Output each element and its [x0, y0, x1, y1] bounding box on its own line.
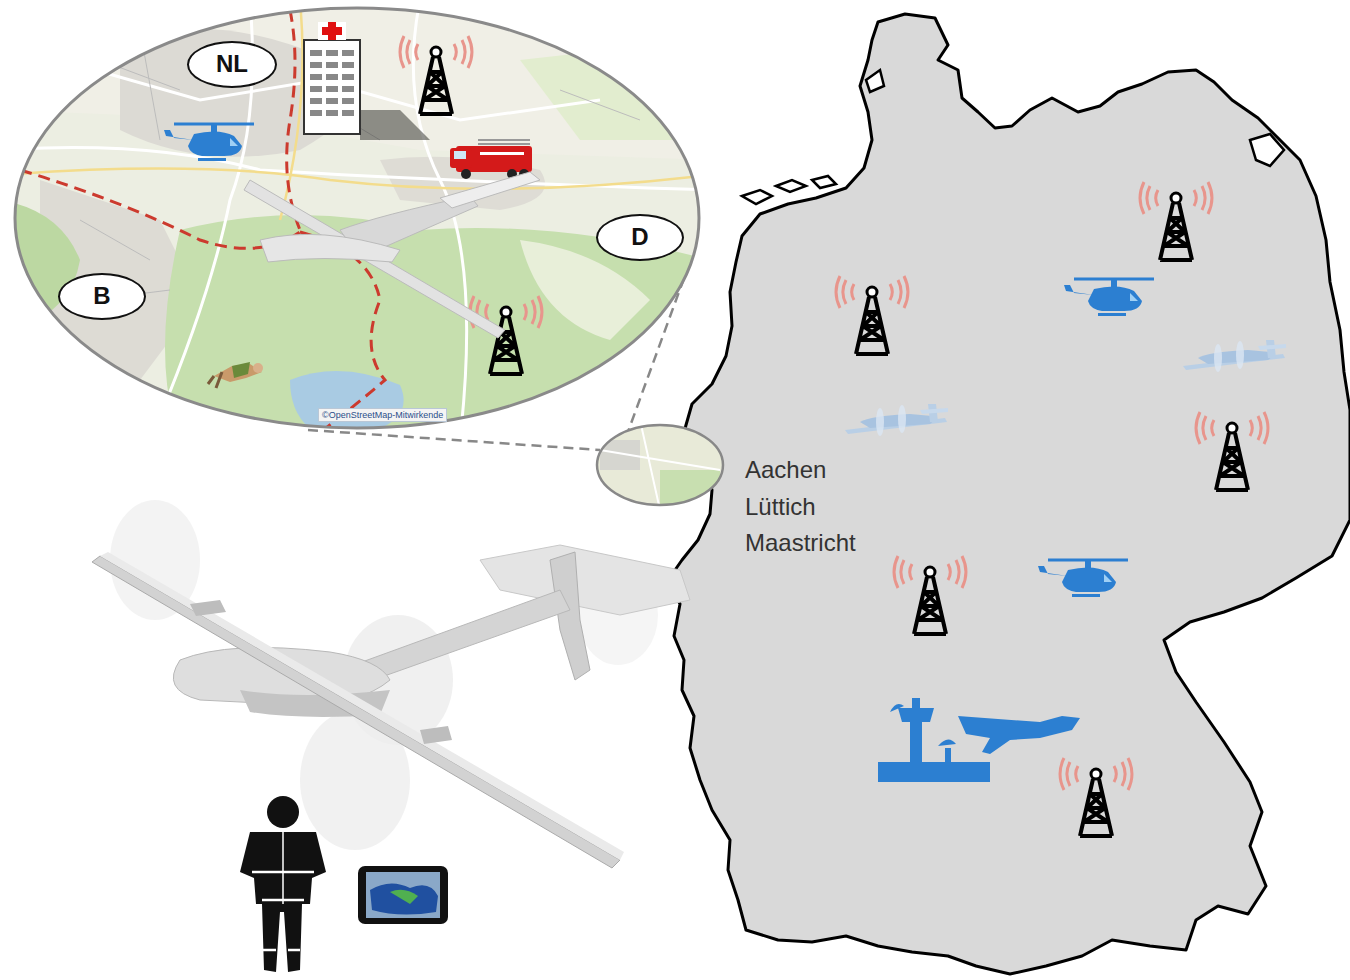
helicopter [164, 124, 254, 161]
hospital [304, 22, 430, 140]
drone-illustration [92, 500, 690, 868]
country-badge: D [596, 214, 684, 261]
watermark: ©OpenStreetMap-Mitwirkende [318, 408, 447, 422]
drone-icon [1183, 340, 1286, 372]
radio-tower [1140, 182, 1212, 260]
radio-tower [400, 36, 472, 114]
zoom-spot [590, 420, 730, 510]
firefighter [240, 796, 326, 972]
island [742, 70, 1284, 204]
drone-icon [845, 404, 948, 436]
country-badge: B [58, 273, 146, 320]
city-label: Maastricht [745, 529, 856, 557]
radio-tower [894, 556, 966, 634]
radio-tower [836, 276, 908, 354]
germany-map [668, 14, 1350, 974]
drone-topview [244, 172, 540, 338]
country-badge: NL [187, 41, 277, 88]
radio-tower [1196, 412, 1268, 490]
city-label: Aachen [745, 456, 826, 484]
country-code: NL [216, 50, 248, 78]
zoom-map [0, 0, 710, 440]
country-code: B [93, 282, 110, 310]
tablet [358, 866, 448, 924]
radio-tower [1060, 758, 1132, 836]
airport [878, 698, 1080, 782]
city-label: Lüttich [745, 493, 816, 521]
radio-tower [470, 296, 542, 374]
country-code: D [631, 223, 648, 251]
helicopter [1038, 560, 1128, 597]
fire-truck [450, 140, 532, 179]
helicopter [1064, 279, 1154, 316]
person [208, 362, 263, 388]
